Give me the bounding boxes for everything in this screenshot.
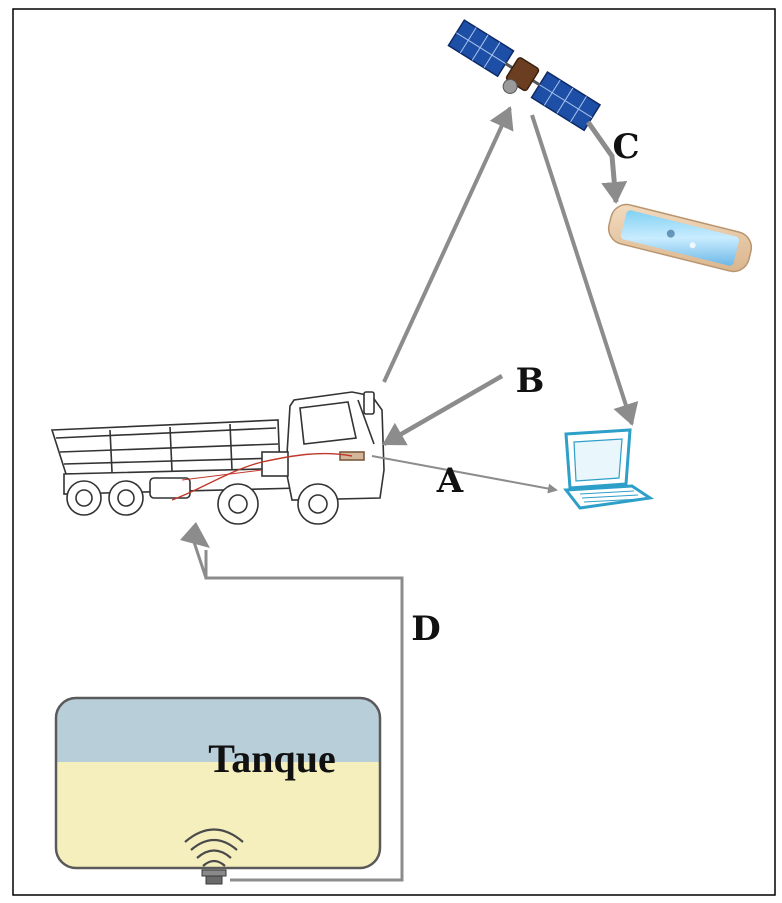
arrow-d-tail bbox=[190, 535, 208, 579]
arrow-b bbox=[382, 374, 504, 446]
truck-wiring bbox=[171, 452, 353, 501]
satellite-icon bbox=[447, 19, 602, 132]
arrow-d bbox=[204, 550, 404, 882]
tank-label: Tanque bbox=[208, 736, 336, 781]
fuel-sensor-icon bbox=[201, 869, 227, 885]
arrow-d-head bbox=[180, 522, 210, 548]
wireless-signal-icon bbox=[184, 828, 244, 867]
label-d: D bbox=[411, 609, 440, 649]
arrow-satellite-to-laptop bbox=[530, 114, 639, 426]
arrow-a bbox=[371, 455, 558, 494]
fuel-tank bbox=[54, 696, 382, 870]
arrow-truck-to-satellite bbox=[382, 106, 514, 383]
laptop-icon bbox=[563, 428, 655, 510]
smartphone-icon bbox=[607, 203, 753, 273]
truck-wheels bbox=[66, 480, 339, 525]
diagram-frame bbox=[12, 8, 776, 896]
arrow-satellite-to-phone bbox=[585, 120, 628, 204]
label-b: B bbox=[516, 361, 545, 401]
label-c: C bbox=[612, 127, 639, 167]
label-a: A bbox=[436, 461, 464, 501]
dump-truck-icon bbox=[50, 391, 385, 525]
truck-wiring-2 bbox=[181, 469, 263, 481]
